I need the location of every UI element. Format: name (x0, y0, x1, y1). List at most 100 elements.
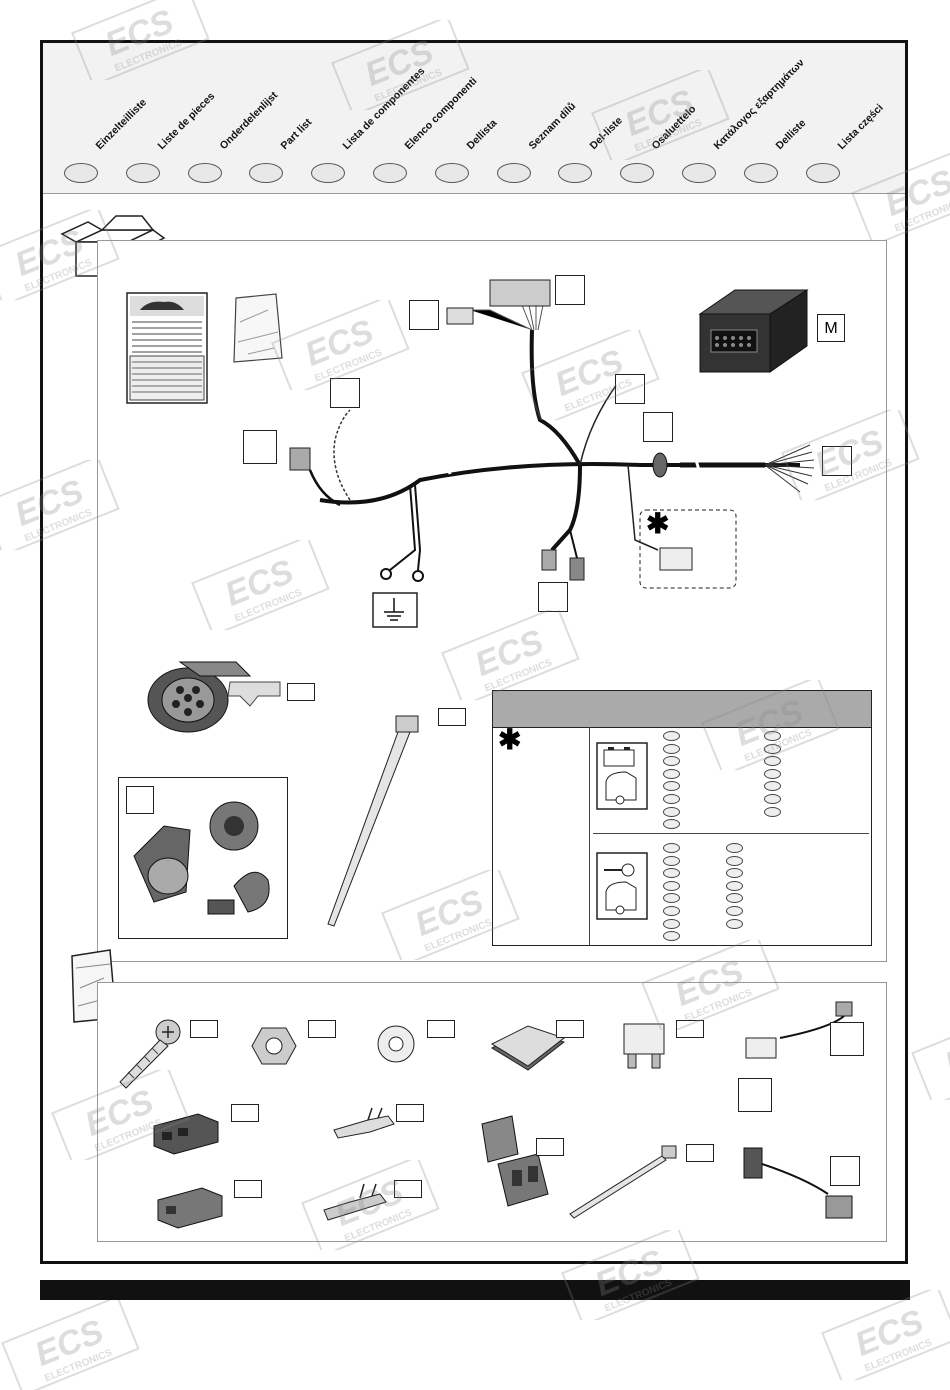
fuse-oval[interactable] (663, 880, 680, 891)
fuse-oval[interactable] (663, 794, 680, 804)
ground-symbol-icon (372, 592, 418, 628)
pad-icon (490, 1025, 566, 1071)
plastic-bag-icon (233, 293, 283, 363)
label-box-twisted-wire (330, 378, 360, 408)
tag-washer (427, 1020, 455, 1038)
fuse-oval[interactable] (726, 906, 743, 916)
fuse-oval[interactable] (663, 731, 680, 741)
asterisk-mark: ✱ (646, 508, 670, 539)
svg-text:ECS: ECS (940, 1022, 950, 1084)
language-oval[interactable] (558, 163, 593, 183)
language-oval[interactable] (373, 163, 407, 183)
fuse-oval[interactable] (764, 756, 781, 767)
language-oval[interactable] (496, 163, 531, 183)
tag-small-cable-tie (686, 1144, 714, 1162)
tag-connector-housing (231, 1104, 259, 1122)
fuse-oval[interactable] (663, 918, 680, 929)
fuse-oval[interactable] (663, 819, 680, 830)
svg-text:ELECTRONICS: ELECTRONICS (43, 1347, 114, 1384)
trailer-socket-icon (147, 661, 281, 733)
label-box-left-connector (243, 430, 277, 464)
small-cable-tie-icon (569, 1145, 677, 1219)
fuse-oval[interactable] (663, 743, 680, 754)
label-box-adapter-cable (830, 1022, 864, 1056)
fuse-oval[interactable] (663, 843, 680, 853)
tag-cable-tie (438, 708, 466, 726)
language-oval[interactable] (434, 163, 469, 183)
connector-housing-icon (153, 1113, 219, 1155)
fuse-oval[interactable] (726, 880, 743, 891)
fuse-oval[interactable] (663, 931, 680, 942)
language-oval[interactable] (249, 163, 284, 183)
label-box-socket-set (126, 786, 154, 814)
washer-icon (377, 1025, 415, 1063)
label-box-adapter-plug (738, 1078, 772, 1112)
language-oval[interactable] (125, 163, 160, 183)
fuse-oval[interactable] (663, 781, 680, 792)
socket-parts-icon (133, 801, 270, 915)
fuse-oval[interactable] (726, 893, 743, 904)
tag-terminal (396, 1104, 424, 1122)
language-oval[interactable] (682, 163, 716, 183)
terminal-icon (333, 1107, 395, 1139)
fuse-oval[interactable] (764, 806, 781, 817)
language-oval[interactable] (743, 163, 778, 183)
language-oval[interactable] (187, 163, 222, 183)
label-box-grommet (643, 412, 673, 442)
control-module-icon (698, 289, 809, 373)
connector-housing-alt-icon (157, 1187, 223, 1229)
fuse-oval[interactable] (764, 781, 781, 792)
tag-connector-housing-alt (234, 1180, 262, 1198)
svg-text:ELECTRONICS: ELECTRONICS (863, 1337, 934, 1374)
battery-trailer-icon (596, 742, 648, 810)
label-box-sensor-cable (830, 1156, 860, 1186)
fuse-oval[interactable] (663, 768, 680, 779)
fuse-asterisk: ✱ (498, 724, 522, 755)
label-box-plug (409, 300, 439, 330)
fuse-holder-icon (481, 1115, 549, 1207)
fuse-oval[interactable] (663, 906, 680, 916)
fuse-table-header (493, 691, 871, 728)
terminal-alt-icon (323, 1183, 387, 1221)
fuse-oval[interactable] (764, 794, 781, 804)
fuse-oval[interactable] (764, 768, 781, 779)
cable-tie-icon (327, 715, 419, 927)
label-box-connector (555, 275, 585, 305)
screw-icon (119, 1019, 181, 1089)
instruction-sheet-icon (126, 292, 208, 404)
tag-screw (190, 1020, 218, 1038)
fuse-oval[interactable] (663, 855, 680, 866)
svg-text:ECS: ECS (850, 1302, 929, 1364)
label-box-module: M (817, 314, 845, 342)
fuse-oval[interactable] (663, 893, 680, 904)
fuse-oval[interactable] (764, 743, 781, 754)
tag-terminal-alt (394, 1180, 422, 1198)
svg-text:ECS: ECS (30, 1312, 109, 1374)
language-oval[interactable] (620, 163, 655, 183)
fuse-table (492, 690, 872, 946)
wiring-harness-diagram (289, 279, 815, 589)
fuse-oval[interactable] (726, 855, 743, 866)
fuse-oval[interactable] (663, 806, 680, 817)
sensor-cable-icon (743, 1147, 853, 1219)
tag-socket (287, 683, 315, 701)
fuse-oval[interactable] (663, 756, 680, 767)
tag-pad (556, 1020, 584, 1038)
tag-fuse (676, 1020, 704, 1038)
footer-bar (40, 1280, 910, 1300)
tag-fuse-holder (536, 1138, 564, 1156)
language-oval[interactable] (805, 163, 840, 183)
language-oval[interactable] (64, 163, 98, 183)
fuse-oval[interactable] (726, 918, 743, 929)
language-oval[interactable] (311, 163, 346, 183)
fuse-oval[interactable] (726, 868, 743, 879)
nut-icon (251, 1027, 297, 1065)
fuse-oval[interactable] (663, 868, 680, 879)
small-parts-panel (97, 982, 887, 1242)
fuse-oval[interactable] (764, 731, 781, 741)
key-trailer-icon (596, 852, 648, 920)
fuse-oval[interactable] (726, 843, 743, 853)
label-box-bottom-connectors (538, 582, 568, 612)
